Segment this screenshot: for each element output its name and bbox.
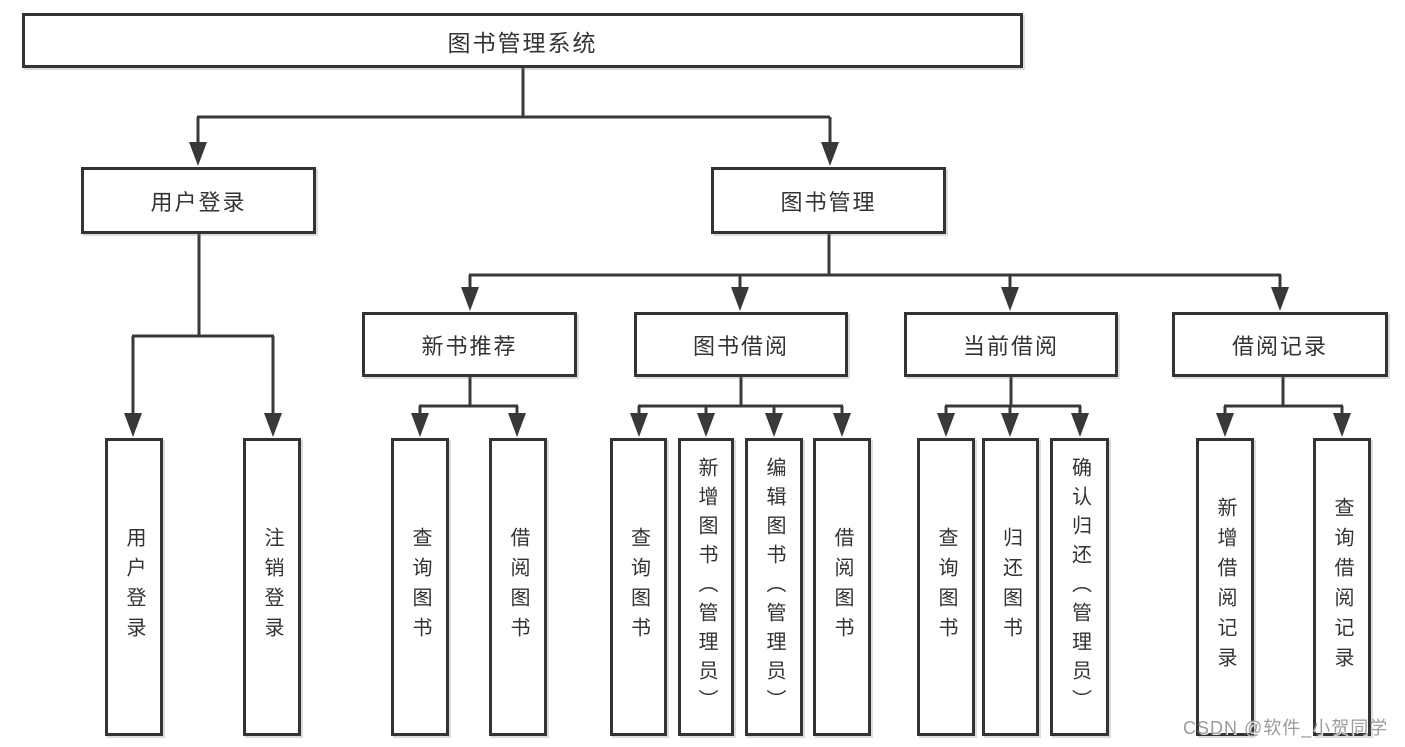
connector-book-mgmt-to-level3 — [461, 234, 1289, 311]
node-book-borrow-box: 图书借阅 — [634, 312, 848, 377]
node-book-mgmt-box: 图书管理 — [711, 167, 946, 234]
node-book-mgmt-label: 图书管理 — [780, 189, 877, 215]
node-cb-query-books-box: 查询图书 — [917, 438, 975, 736]
node-bb-query-books-box: 查询图书 — [610, 438, 667, 736]
node-cb-return-books-box: 归还图书 — [982, 438, 1039, 736]
node-borrow-record-box: 借阅记录 — [1172, 312, 1388, 377]
node-user-login-label: 用户登录 — [150, 189, 247, 215]
node-current-borrow-label: 当前借阅 — [962, 333, 1059, 359]
node-borrow-record-label: 借阅记录 — [1231, 333, 1328, 359]
node-br-add-record-label: 新增借阅记录 — [1214, 497, 1236, 677]
node-nbr-query-books-box: 查询图书 — [391, 438, 449, 736]
node-leaf-logout-box: 注销登录 — [243, 438, 301, 736]
connector-book-borrow-to-leaves — [630, 377, 851, 437]
node-cb-confirm-return-admin-label: 确认归还（管理员） — [1068, 456, 1091, 718]
node-br-query-record-box: 查询借阅记录 — [1313, 438, 1371, 736]
node-bb-borrow-books-box: 借阅图书 — [813, 438, 871, 736]
node-bb-add-books-admin-box: 新增图书（管理员） — [678, 438, 734, 736]
node-bb-query-books-label: 查询图书 — [627, 527, 650, 647]
node-nbr-query-books-label: 查询图书 — [409, 527, 431, 647]
connector-borrow-record-to-leaves — [1216, 377, 1351, 437]
node-nbr-borrow-books-box: 借阅图书 — [489, 438, 547, 736]
node-br-add-record-box: 新增借阅记录 — [1196, 438, 1254, 736]
connector-user-login-to-leaves — [124, 234, 282, 437]
node-br-query-record-label: 查询借阅记录 — [1331, 497, 1353, 677]
node-current-borrow-box: 当前借阅 — [904, 312, 1118, 377]
node-bb-edit-books-admin-label: 编辑图书（管理员） — [763, 456, 785, 718]
node-root-box: 图书管理系统 — [22, 13, 1023, 68]
node-bb-add-books-admin-label: 新增图书（管理员） — [695, 456, 717, 718]
node-root-label: 图书管理系统 — [447, 29, 598, 56]
csdn-watermark: CSDN @软件_小贺同学 — [1183, 718, 1389, 738]
node-leaf-logout-label: 注销登录 — [261, 527, 283, 647]
node-cb-return-books-label: 归还图书 — [999, 527, 1022, 647]
node-bb-borrow-books-label: 借阅图书 — [831, 527, 853, 647]
node-leaf-user-login-label: 用户登录 — [123, 527, 145, 647]
node-leaf-user-login-box: 用户登录 — [105, 438, 163, 736]
node-book-borrow-label: 图书借阅 — [692, 333, 789, 359]
connector-root-to-level2 — [189, 67, 839, 166]
node-new-book-rec-box: 新书推荐 — [362, 312, 577, 377]
connector-new-book-rec-to-leaves — [411, 377, 526, 437]
node-bb-edit-books-admin-box: 编辑图书（管理员） — [745, 438, 803, 736]
node-nbr-borrow-books-label: 借阅图书 — [507, 527, 529, 647]
connector-current-borrow-to-leaves — [937, 377, 1089, 437]
node-cb-confirm-return-admin-box: 确认归还（管理员） — [1050, 438, 1109, 736]
node-cb-query-books-label: 查询图书 — [935, 527, 957, 647]
node-user-login-box: 用户登录 — [81, 167, 316, 234]
node-new-book-rec-label: 新书推荐 — [421, 333, 518, 359]
